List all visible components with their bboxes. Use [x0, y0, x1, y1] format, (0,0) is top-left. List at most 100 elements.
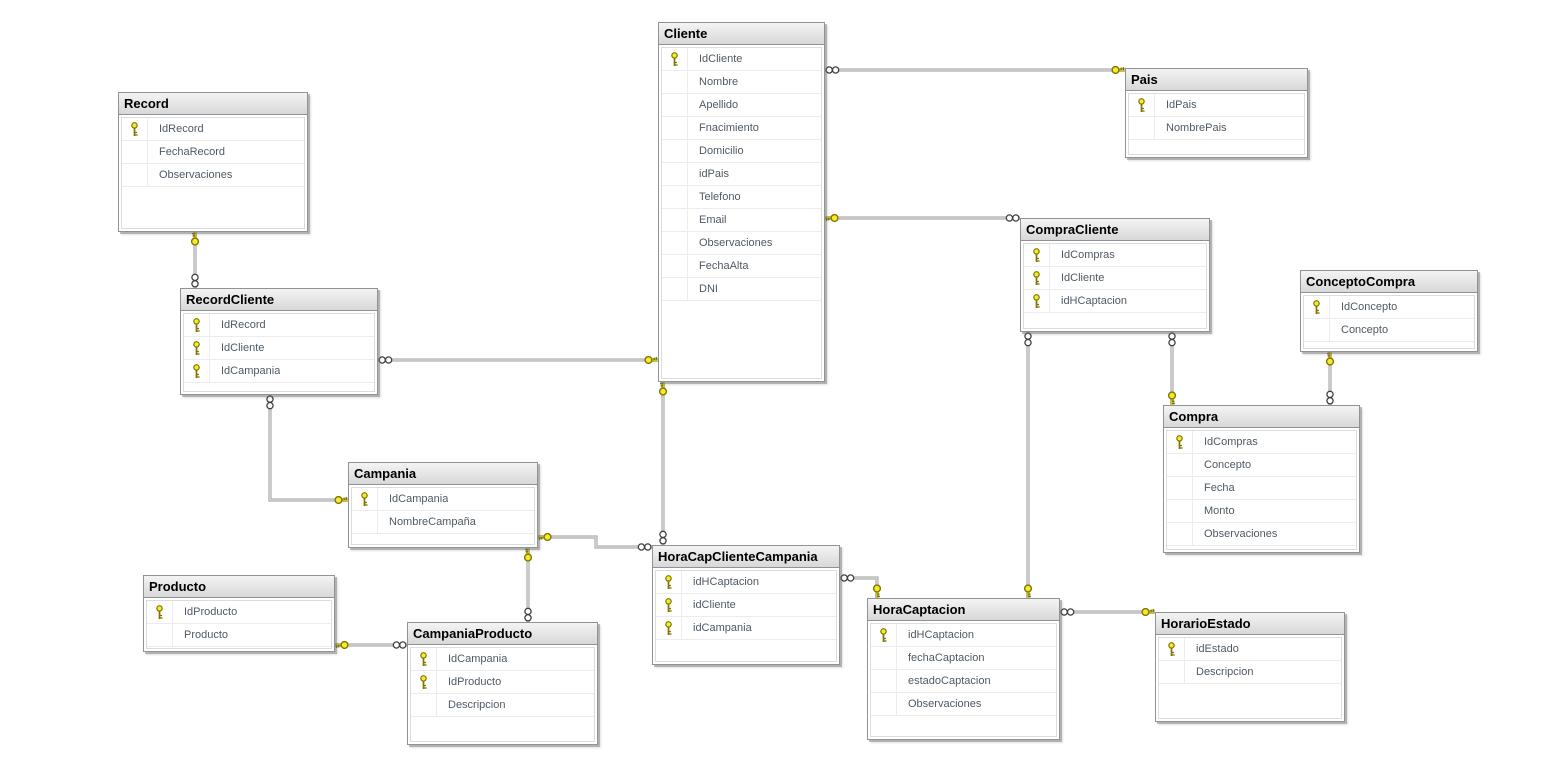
column-row-idhcaptacion[interactable]: idHCaptacion [656, 571, 836, 594]
column-row-idcliente[interactable]: idCliente [656, 594, 836, 617]
table-title-recordcliente[interactable]: RecordCliente [181, 289, 377, 311]
column-row-idcompras[interactable]: IdCompras [1167, 431, 1356, 454]
table-title-cliente[interactable]: Cliente [659, 23, 824, 45]
table-title-campaniaproducto[interactable]: CampaniaProducto [408, 623, 597, 645]
table-title-producto[interactable]: Producto [144, 576, 334, 598]
column-row-nombrepais[interactable]: NombrePais [1129, 117, 1304, 140]
column-row-idcompras[interactable]: IdCompras [1024, 244, 1206, 267]
table-title-compra[interactable]: Compra [1164, 406, 1359, 428]
column-row-dni[interactable]: DNI [662, 278, 821, 301]
column-row-idrecord[interactable]: IdRecord [122, 118, 304, 141]
table-title-horacapclientecampania[interactable]: HoraCapClienteCampania [653, 546, 839, 568]
column-name: NombrePais [1166, 122, 1227, 134]
column-row-idcampania[interactable]: IdCampania [411, 648, 594, 671]
column-row-idrecord[interactable]: IdRecord [184, 314, 374, 337]
column-row-nombrecampaña[interactable]: NombreCampaña [352, 511, 534, 534]
column-row-idcliente[interactable]: IdCliente [662, 48, 821, 71]
column-row-idhcaptacion[interactable]: idHCaptacion [871, 624, 1056, 647]
column-row-apellido[interactable]: Apellido [662, 94, 821, 117]
table-title-pais[interactable]: Pais [1126, 69, 1307, 91]
relationship-cliente-compracliente[interactable] [825, 213, 1020, 223]
many-side-infinity-icon [191, 273, 199, 282]
column-row-fecha[interactable]: Fecha [1167, 477, 1356, 500]
many-side-infinity-icon [831, 66, 840, 74]
column-row-concepto[interactable]: Concepto [1167, 454, 1356, 477]
table-title-campania[interactable]: Campania [349, 463, 537, 485]
column-name: IdCampania [448, 653, 508, 665]
column-row-observaciones[interactable]: Observaciones [122, 164, 304, 187]
column-row-email[interactable]: Email [662, 209, 821, 232]
column-name: FechaAlta [699, 260, 749, 272]
relationship-compra-compracliente[interactable] [1167, 332, 1177, 405]
column-row-idconcepto[interactable]: IdConcepto [1304, 296, 1474, 319]
column-row-idcampania[interactable]: idCampania [656, 617, 836, 640]
relationship-horacaptacion-compracliente[interactable] [1023, 332, 1033, 598]
column-row-descripcion[interactable]: Descripcion [1159, 661, 1341, 684]
many-side-infinity-icon [1005, 214, 1014, 222]
column-row-idcliente[interactable]: IdCliente [1024, 267, 1206, 290]
one-side-key-icon [644, 355, 653, 365]
column-row-monto[interactable]: Monto [1167, 500, 1356, 523]
many-side-infinity-icon [1024, 332, 1032, 340]
relationship-cliente-horacapclientecampania[interactable] [658, 382, 668, 545]
column-row-domicilio[interactable]: Domicilio [662, 140, 821, 163]
table-title-conceptocompra[interactable]: ConceptoCompra [1301, 271, 1477, 293]
one-side-key-icon [334, 495, 343, 505]
relationship-record-recordcliente[interactable] [190, 232, 200, 288]
column-row-fechaalta[interactable]: FechaAlta [662, 255, 821, 278]
relationship-campania-campaniaproducto[interactable] [523, 548, 533, 622]
relationship-producto-campaniaproducto[interactable] [335, 640, 407, 650]
column-row-fecharecord[interactable]: FechaRecord [122, 141, 304, 164]
relationship-conceptocompra-compra[interactable] [1325, 352, 1335, 405]
relationship-horacaptacion-horacapclientecampania[interactable] [840, 574, 882, 598]
column-row-observaciones[interactable]: Observaciones [662, 232, 821, 255]
column-row-idhcaptacion[interactable]: idHCaptacion [1024, 290, 1206, 313]
primary-key-icon [880, 627, 887, 642]
table-title-compracliente[interactable]: CompraCliente [1021, 219, 1209, 241]
table-title-record[interactable]: Record [119, 93, 307, 115]
column-row-fechacaptacion[interactable]: fechaCaptacion [871, 647, 1056, 670]
column-row-idpais[interactable]: IdPais [1129, 94, 1304, 117]
column-row-idproducto[interactable]: IdProducto [411, 671, 594, 694]
column-row-descripcion[interactable]: Descripcion [411, 694, 594, 717]
column-name: Apellido [699, 99, 739, 111]
relationship-pais-cliente[interactable] [825, 65, 1125, 75]
column-row-fnacimiento[interactable]: Fnacimiento [662, 117, 821, 140]
column-row-producto[interactable]: Producto [147, 624, 331, 647]
column-row-observaciones[interactable]: Observaciones [871, 693, 1056, 716]
relationship-campania-horacapclientecampania[interactable] [538, 532, 652, 551]
relationship-campania-recordcliente[interactable] [266, 395, 348, 505]
relationship-cliente-recordcliente[interactable] [378, 355, 658, 365]
table-title-horacaptacion[interactable]: HoraCaptacion [868, 599, 1059, 621]
column-row-idproducto[interactable]: IdProducto [147, 601, 331, 624]
many-side-infinity-icon [1168, 332, 1176, 340]
column-row-idpais[interactable]: idPais [662, 163, 821, 186]
column-row-estadocaptacion[interactable]: estadoCaptacion [871, 670, 1056, 693]
column-row-telefono[interactable]: Telefono [662, 186, 821, 209]
column-row-idcampania[interactable]: IdCampania [352, 488, 534, 511]
column-row-nombre[interactable]: Nombre [662, 71, 821, 94]
column-row-concepto[interactable]: Concepto [1304, 319, 1474, 342]
table-title-horarioestado[interactable]: HorarioEstado [1156, 613, 1344, 635]
column-name: Monto [1204, 505, 1235, 517]
column-row-idcliente[interactable]: IdCliente [184, 337, 374, 360]
column-row-idestado[interactable]: idEstado [1159, 638, 1341, 661]
column-name: Fecha [1204, 482, 1235, 494]
column-row-observaciones[interactable]: Observaciones [1167, 523, 1356, 546]
key-cell-empty [352, 511, 378, 533]
relationship-horarioestado-horacaptacion[interactable] [1060, 607, 1155, 617]
column-row-idcampania[interactable]: IdCampania [184, 360, 374, 383]
